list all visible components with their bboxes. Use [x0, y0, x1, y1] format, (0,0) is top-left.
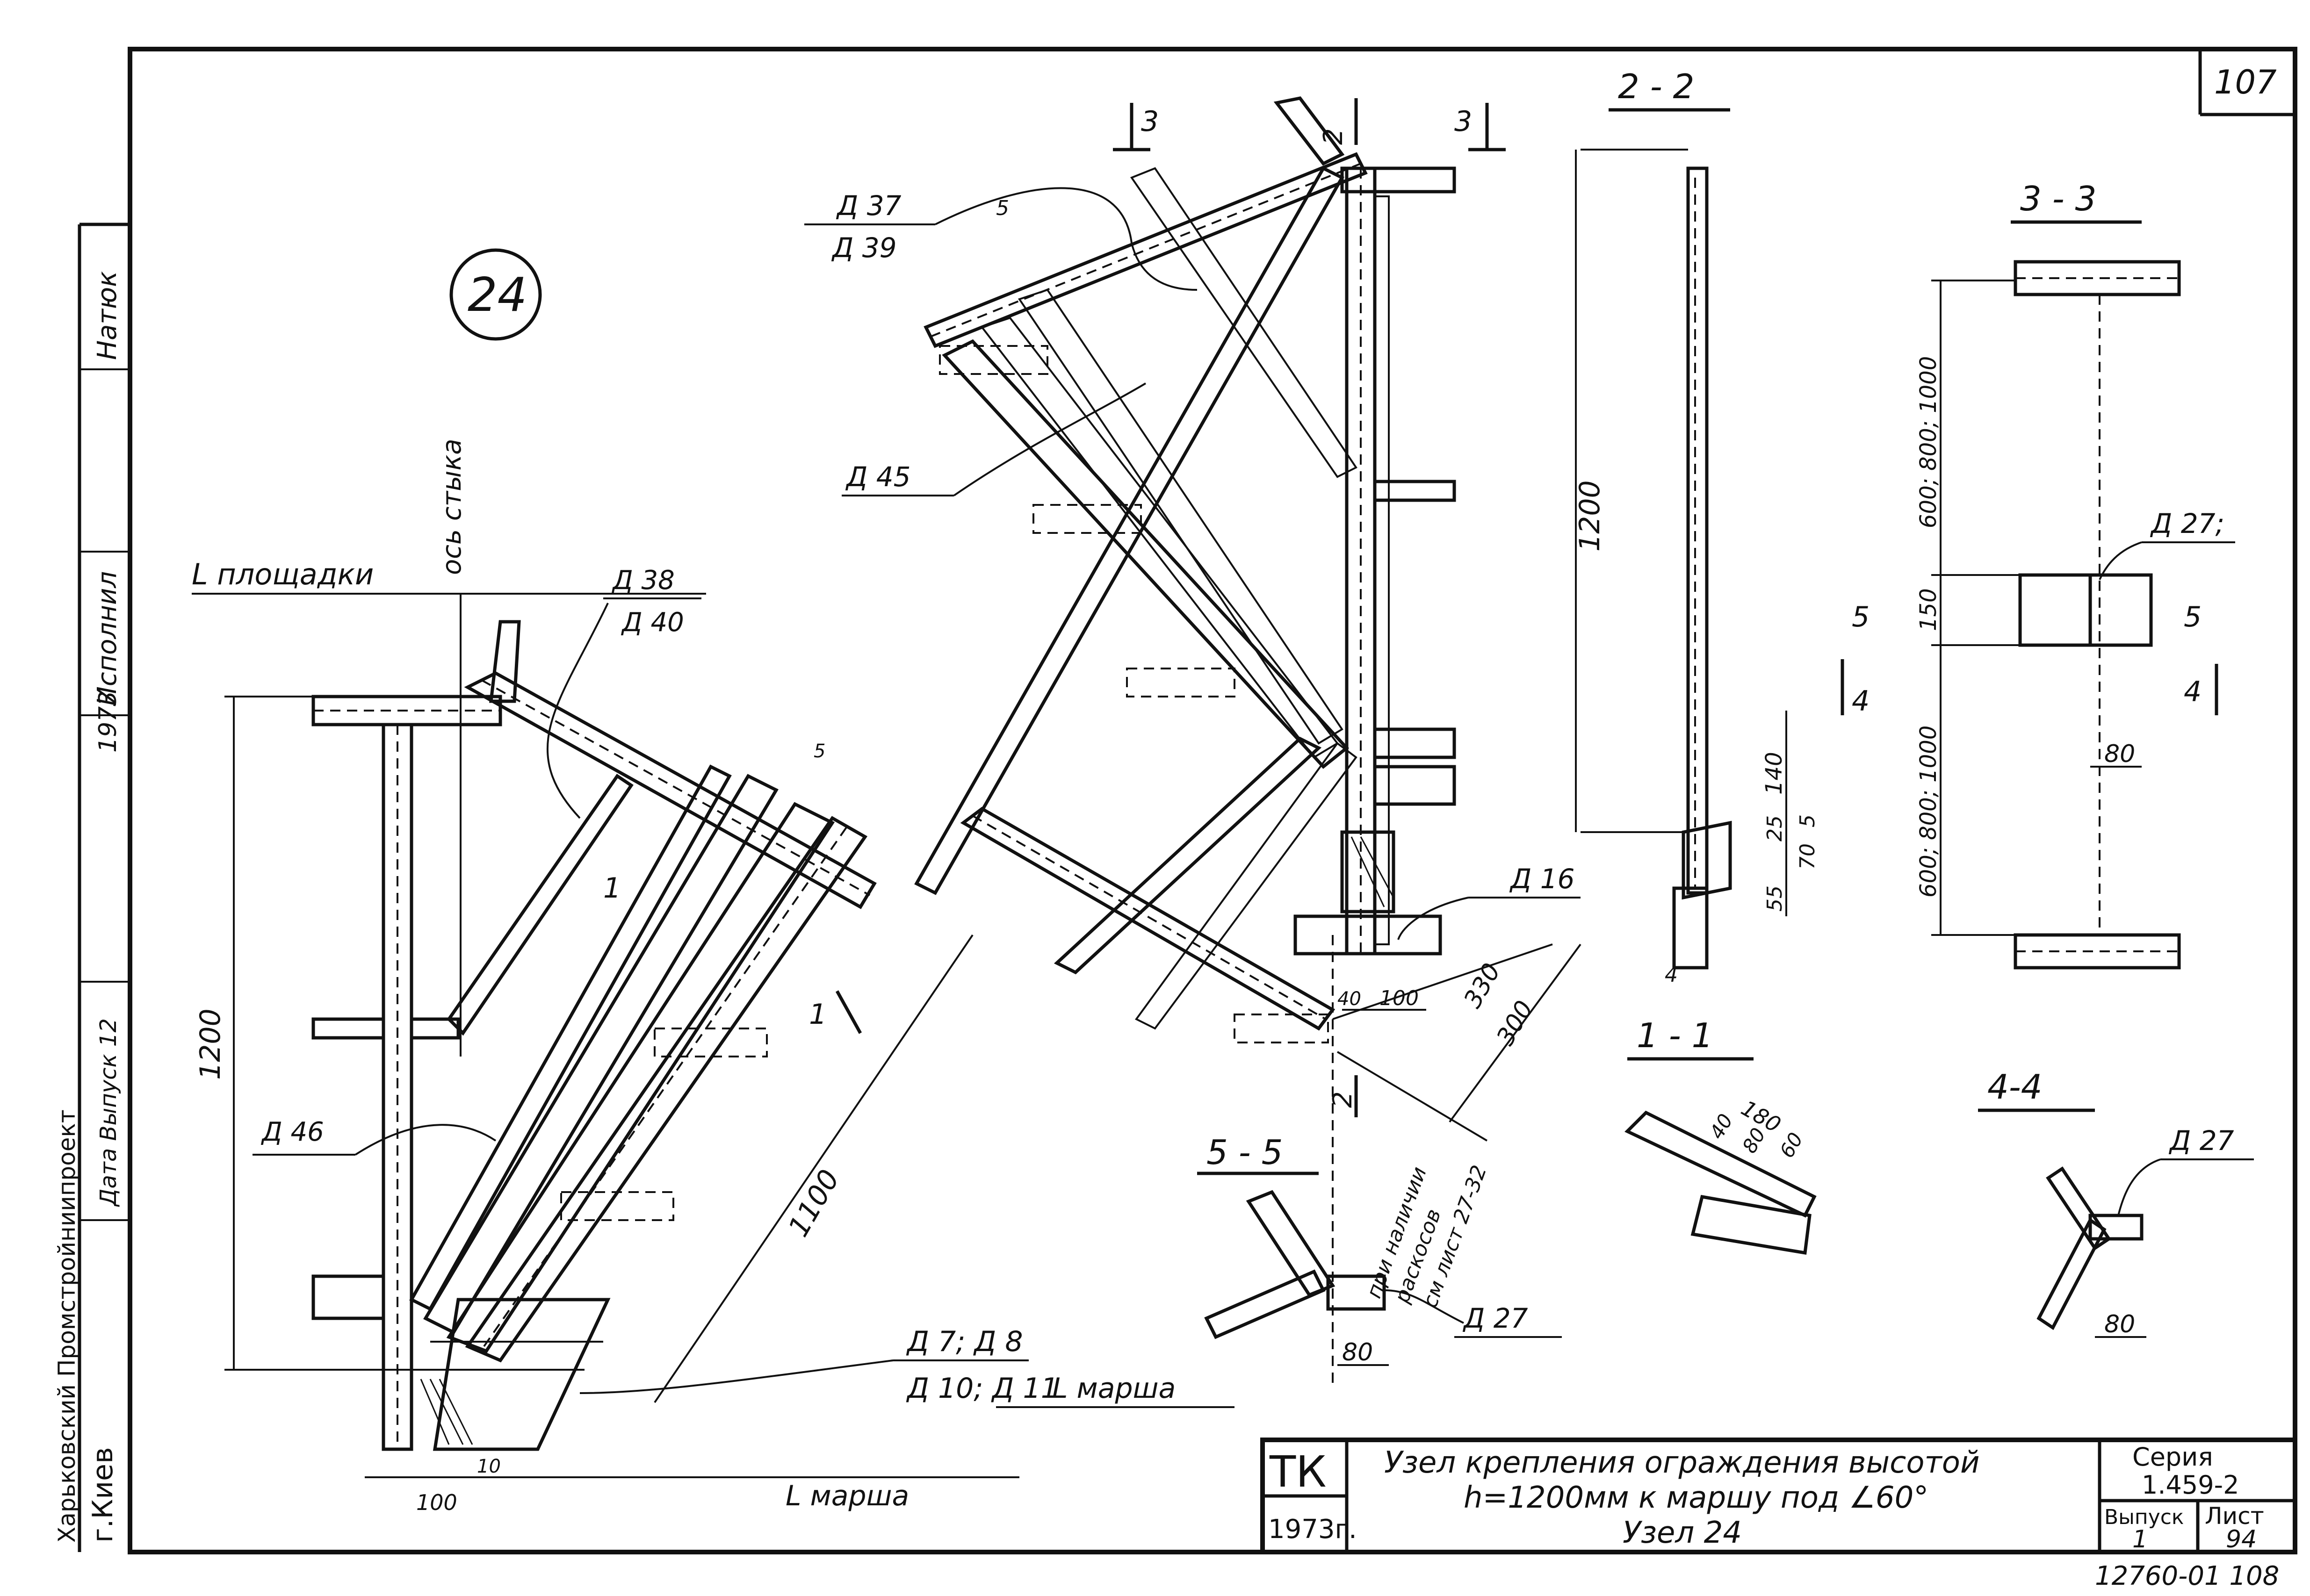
- stamp-org: Харьковский Промстройниипроект: [53, 1109, 80, 1543]
- label-d45: Д 45: [845, 461, 911, 493]
- label-d46: Д 46: [260, 1117, 324, 1147]
- label-d10d11: Д 10; Д 11: [906, 1372, 1059, 1405]
- dim-s22-140: 140: [1761, 752, 1787, 795]
- footer-code: 12760-01 108: [2095, 1561, 2279, 1591]
- dim-s44-80: 80: [2104, 1310, 2135, 1338]
- dim-s22-5: 5: [1796, 814, 1819, 827]
- dim-s33-bottom: 600; 800; 1000: [1915, 726, 1942, 898]
- sheet-label: Лист: [2205, 1503, 2264, 1530]
- middle-view-dimensions: 330 300 40 100: [1332, 935, 1581, 1384]
- label-d37: Д 37: [836, 190, 902, 222]
- section-2-2: 2 - 2 1200 140 25 70 5 55 4: [1574, 67, 1819, 987]
- issue-label: Выпуск: [2104, 1505, 2184, 1529]
- title-line3: Узел 24: [1623, 1516, 1742, 1550]
- title-1-1: 1 - 1: [1637, 1016, 1713, 1055]
- label-d7d8: Д 7; Д 8: [906, 1325, 1023, 1358]
- cut-mark-3a: 3: [1141, 105, 1159, 138]
- title-3-3: 3 - 3: [2020, 179, 2096, 218]
- dim-330: 330: [1458, 959, 1506, 1013]
- cut-mark-1b: 1: [809, 998, 827, 1031]
- middle-view-drawing: [914, 96, 1456, 1043]
- dim-s22-1200: 1200: [1574, 480, 1606, 552]
- cut-mark-5a: 5: [1852, 601, 1870, 633]
- stamp-col3: 1973: [94, 691, 122, 753]
- cut-mark-3b: 3: [1454, 105, 1472, 138]
- dim-s11-40: 40: [1705, 1110, 1737, 1143]
- braces-note: при наличии раскосов см лист 27-32: [1362, 1162, 1491, 1311]
- title-4-4: 4-4: [1987, 1067, 2043, 1107]
- dim-s22-4: 4: [1665, 963, 1678, 987]
- section-4-4: 4-4 Д 27 80: [1978, 1067, 2254, 1338]
- dim-5: 5: [814, 740, 825, 762]
- title-year: 1973г.: [1268, 1514, 1357, 1545]
- sheet-number: 107: [2214, 63, 2277, 101]
- series-label: Серия: [2132, 1442, 2213, 1472]
- title-tk: ТК: [1269, 1447, 1327, 1497]
- label-d39: Д 39: [831, 232, 897, 264]
- label-d27-44: Д 27: [2168, 1125, 2234, 1157]
- sheet-value: 94: [2226, 1525, 2257, 1553]
- sheet-frame: [128, 47, 2297, 1554]
- dim-100b: 100: [1379, 986, 1419, 1010]
- dim-s11-60: 60: [1775, 1129, 1807, 1162]
- left-view-drawing: [311, 620, 877, 1451]
- dim-top-5: 5: [996, 196, 1009, 220]
- stamp-col1: Натюк: [92, 271, 123, 360]
- title-5-5: 5 - 5: [1206, 1133, 1283, 1172]
- stamp-city: г.Киев: [87, 1447, 119, 1543]
- node-number: 24: [468, 267, 527, 322]
- label-l-platform: L площадки: [192, 557, 374, 591]
- side-stamp: Натюк Исполнил 1973 Дата Выпуск 12 Харьк…: [53, 223, 130, 1552]
- label-d40: Д 40: [621, 607, 684, 638]
- series-value: 1.459-2: [2142, 1470, 2239, 1500]
- label-d38: Д 38: [611, 565, 675, 596]
- dim-left-1200: 1200: [194, 1008, 227, 1080]
- issue-value: 1: [2132, 1525, 2148, 1553]
- title-line2: h=1200мм к маршу под ∠60°: [1464, 1481, 1928, 1515]
- dim-s33-150: 150: [1915, 588, 1942, 631]
- dim-diag-1100: 1100: [782, 1164, 846, 1242]
- dim-s22-70: 70: [1796, 843, 1819, 870]
- label-d27-33: Д 27;: [2150, 508, 2224, 539]
- stamp-col2: Исполнил: [92, 571, 123, 706]
- label-d16: Д 16: [1509, 863, 1575, 895]
- cut-mark-2a: 2: [1318, 128, 1349, 145]
- dim-s22-25: 25: [1763, 815, 1787, 841]
- section-3-3: 3 - 3 600; 800; 1000 150 600; 800; 1000 …: [1841, 179, 2235, 970]
- dim-100a: 100: [416, 1490, 457, 1515]
- node-circle: [449, 248, 542, 341]
- dim-s22-55: 55: [1763, 885, 1787, 912]
- dim-s33-80: 80: [2104, 740, 2135, 768]
- cut-mark-4a: 4: [1852, 685, 1870, 718]
- left-view-dimensions: 1200 1100 100 10 5: [192, 593, 1019, 1515]
- title-2-2: 2 - 2: [1618, 67, 1694, 106]
- section-1-1: 1 - 1 180 40 80 60: [1624, 1016, 1817, 1255]
- title-block: ТК 1973г. Узел крепления ограждения высо…: [1260, 1438, 2297, 1554]
- stamp-col4: Дата Выпуск 12: [95, 1018, 122, 1207]
- cut-mark-5b: 5: [2184, 601, 2202, 633]
- dim-40: 40: [1337, 988, 1361, 1010]
- dim-300: 300: [1491, 996, 1539, 1050]
- dim-s33-top: 600; 800; 1000: [1915, 356, 1942, 528]
- label-l-flight-1: L марша: [1052, 1372, 1176, 1405]
- label-joint-axis: ось стыка: [437, 439, 467, 575]
- dim-10: 10: [477, 1456, 501, 1477]
- cut-mark-4b: 4: [2184, 676, 2202, 708]
- label-d27-55: Д 27: [1462, 1302, 1528, 1334]
- section-5-5: 5 - 5 Д 27 80: [1197, 1133, 1562, 1366]
- label-l-flight-2: L марша: [786, 1480, 909, 1512]
- dim-80-55: 80: [1342, 1338, 1373, 1366]
- title-line1: Узел крепления ограждения высотой: [1384, 1445, 1980, 1480]
- cut-mark-1a: 1: [603, 872, 621, 905]
